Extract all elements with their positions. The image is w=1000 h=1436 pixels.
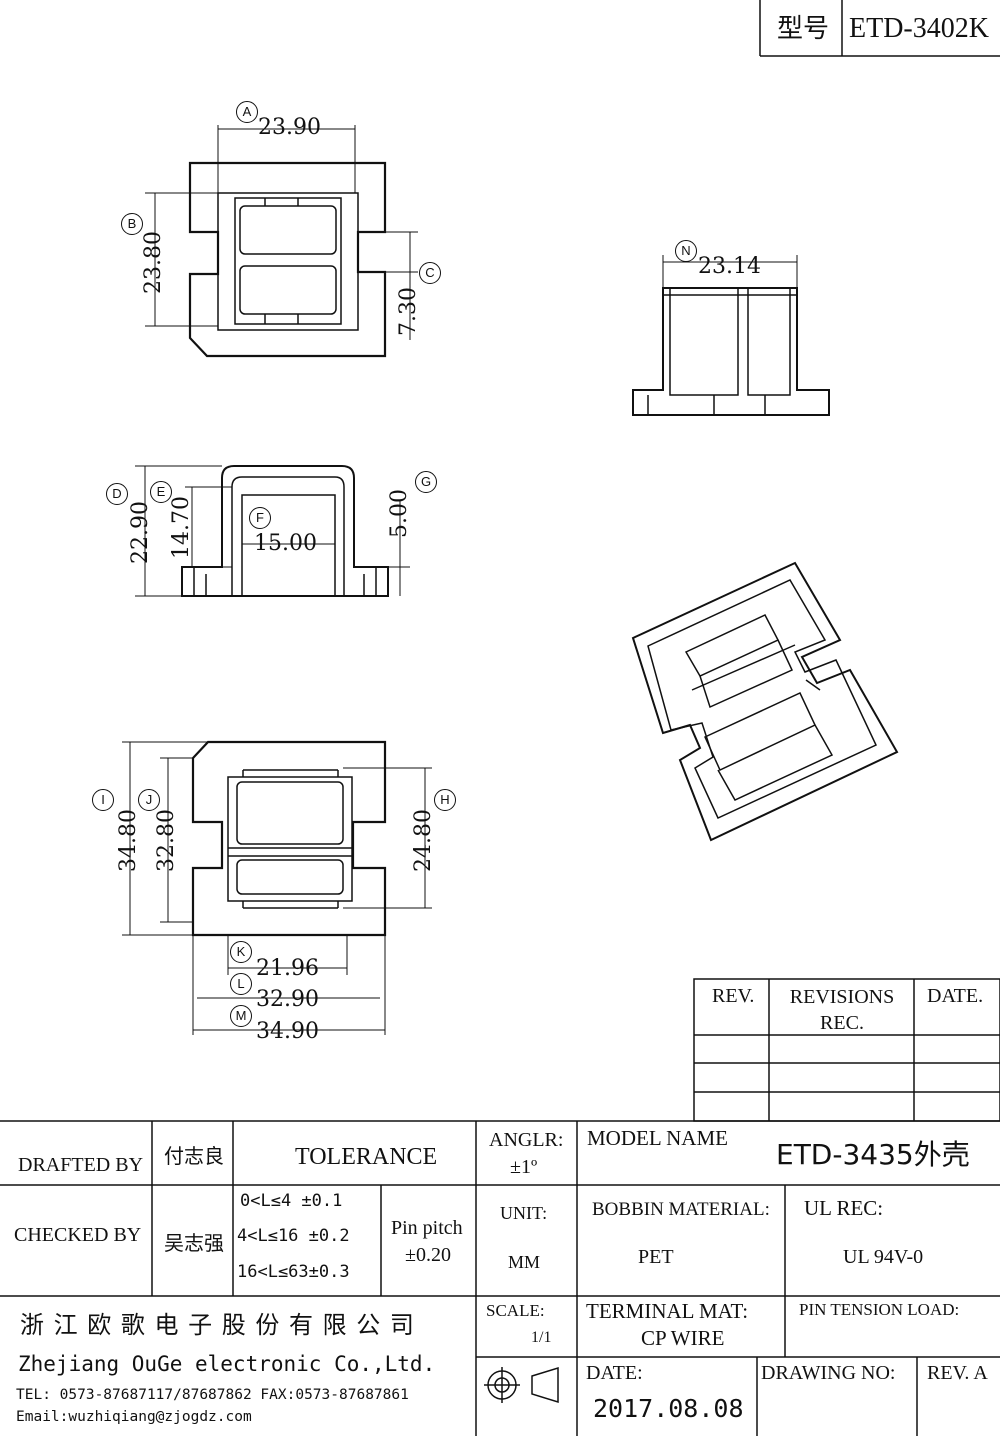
tolerance-range-3: 16<L≤63±0.3 [237,1262,350,1282]
dim-f: 15.00 [254,531,317,556]
marker-e: E [150,481,172,503]
isometric-view [631,561,899,842]
dim-m: 34.90 [256,1019,319,1044]
unit-value: MM [508,1252,541,1272]
dim-c: 7.30 [396,287,421,336]
dim-b: 23.80 [141,231,166,294]
marker-l: L [230,973,252,995]
revisions-rec-header: REVISIONS REC. [789,986,895,1034]
pin-pitch-label: Pin pitch [391,1217,463,1239]
marker-g: G [415,471,437,493]
marker-f: F [249,507,271,529]
scale-label: SCALE: [486,1301,545,1320]
dim-n: 23.14 [698,254,761,279]
dim-d: 22.90 [128,501,153,564]
company-email: Email:wuzhiqiang@zjogdz.com [16,1409,252,1425]
marker-i: I [92,789,114,811]
rev-header: REV. [712,985,755,1007]
date-header: DATE. [927,985,984,1007]
checked-by-name: 吴志强 [164,1231,224,1255]
marker-n: N [675,240,697,262]
company-tel-fax: TEL: 0573-87687117/87687862 FAX:0573-876… [16,1387,409,1403]
rev-a-label: REV. A [927,1362,988,1384]
pin-pitch-value: ±0.20 [405,1244,451,1266]
dim-a: 23.90 [258,115,321,140]
tolerance-range-2: 4<L≤16 ±0.2 [237,1226,350,1246]
drafted-by-name: 付志良 [164,1144,224,1168]
front-view [135,465,410,597]
scale-value: 1/1 [531,1329,552,1346]
ul-rec-label: UL REC: [804,1196,884,1220]
model-header-box [759,0,1000,57]
dim-e: 14.70 [169,496,194,559]
title-block-lines [0,1120,1000,1436]
model-label: 型号 [777,14,830,44]
marker-d: D [106,483,128,505]
marker-k: K [230,941,252,963]
model-name: ETD-3435外壳 [776,1138,970,1171]
date-value: 2017.08.08 [593,1394,744,1423]
terminal-mat-value: CP WIRE [641,1326,725,1350]
dim-j: 32.80 [154,809,179,872]
marker-c: C [419,262,441,284]
model-number: ETD-3402K [849,13,989,44]
dim-h: 24.80 [411,809,436,872]
date-label: DATE: [586,1362,643,1384]
drafted-by-label: DRAFTED BY [18,1154,144,1176]
side-view [632,255,830,416]
terminal-mat-label: TERMINAL MAT: [586,1299,749,1323]
marker-b: B [121,213,143,235]
dim-k: 21.96 [256,956,319,981]
angle-value: ±1º [510,1156,538,1178]
pin-tension-load-label: PIN TENSION LOAD: [799,1300,960,1319]
bottom-view [122,740,432,1035]
dim-l: 32.90 [256,987,319,1012]
bobbin-material-label: BOBBIN MATERIAL: [592,1199,770,1220]
unit-label: UNIT: [500,1203,548,1223]
marker-m: M [230,1005,252,1027]
bobbin-material-value: PET [638,1246,674,1268]
drawing-no-label: DRAWING NO: [761,1362,896,1384]
tolerance-range-1: 0<L≤4 ±0.1 [240,1191,343,1211]
checked-by-label: CHECKED BY [14,1224,142,1246]
company-name-en: Zhejiang OuGe electronic Co.,Ltd. [18,1352,436,1376]
tolerance-label: TOLERANCE [295,1144,438,1170]
company-name-cn: 浙 江 欧 歌 电 子 股 份 有 限 公 司 [20,1311,415,1339]
angle-label: ANGLR: [489,1129,564,1151]
marker-a: A [236,101,258,123]
dim-g: 5.00 [387,489,412,538]
model-name-label: MODEL NAME [587,1126,728,1150]
marker-h: H [434,789,456,811]
ul-rec-value: UL 94V-0 [843,1246,924,1268]
marker-j: J [138,789,160,811]
top-view [145,125,418,358]
dim-i: 34.80 [116,809,141,872]
